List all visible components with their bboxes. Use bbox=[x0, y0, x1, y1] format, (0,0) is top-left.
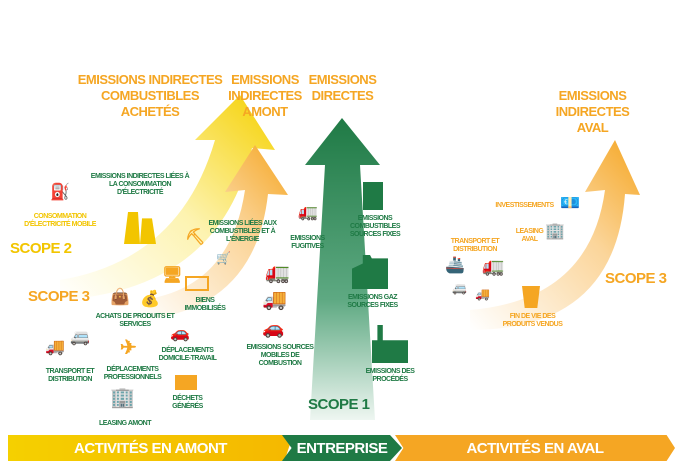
header-direct: EMISSIONS DIRECTES bbox=[308, 72, 377, 103]
car-green-icon: 🚗 bbox=[262, 318, 284, 338]
label-leasing-upstream: LEASING AMONT bbox=[99, 420, 151, 427]
truck-downstream-icon: 🚚 bbox=[475, 287, 490, 301]
label-fugitive: EMISSIONS FUGITIVES bbox=[290, 235, 325, 250]
computer-icon: 🖥 bbox=[162, 267, 182, 284]
scope2-arrow bbox=[60, 95, 275, 300]
label-investments: INVESTISSEMENTS bbox=[495, 202, 554, 209]
truck-icon: 🚚 bbox=[45, 339, 65, 356]
scope1-arrow bbox=[305, 118, 380, 420]
boiler-icon bbox=[363, 182, 383, 210]
ev-charger-icon: ⛽ bbox=[50, 184, 70, 201]
van-icon: 🚐 bbox=[70, 329, 90, 346]
ship-icon: 🚢 bbox=[445, 257, 465, 274]
scope3-left-label: SCOPE 3 bbox=[28, 288, 90, 305]
header-indirect-fuel: EMISSIONS INDIRECTES COMBUSTIBLES ACHETÉ… bbox=[77, 72, 223, 119]
van-downstream-icon: 🚐 bbox=[452, 281, 467, 295]
building-icon: 🏢 bbox=[110, 387, 135, 409]
label-end-of-life: FIN DE VIE DES PRODUITS VENDUS bbox=[502, 313, 563, 328]
label-purchases: ACHATS DE PRODUITS ET SERVICES bbox=[95, 313, 175, 328]
scope3-right-label: SCOPE 3 bbox=[605, 270, 667, 287]
bar-downstream: ACTIVITÉS EN AVAL bbox=[395, 435, 675, 461]
label-fuel-energy: EMISSIONS LIÉES AUX COMBUSTIBLES ET À L'… bbox=[208, 220, 277, 243]
garbage-truck-icon: 🚛 bbox=[265, 262, 290, 284]
label-mobile-combustion: EMISSIONS SOURCES MOBILES DE COMBUSTION bbox=[246, 344, 314, 367]
waste-bin-icon bbox=[175, 375, 197, 390]
header-indirect-downstream: EMISSIONS INDIRECTES AVAL bbox=[555, 88, 630, 135]
bar-company-label: ENTREPRISE bbox=[296, 439, 388, 457]
car-icon: 🚗 bbox=[170, 325, 190, 342]
semi-truck-icon: 🚛 bbox=[482, 256, 504, 276]
bar-upstream-label: ACTIVITÉS EN AMONT bbox=[74, 439, 227, 457]
bar-company: ENTREPRISE bbox=[282, 435, 402, 461]
label-business-travel: DÉPLACEMENTS PROFESSIONNELS bbox=[103, 366, 162, 381]
label-fixed-fuel: EMISSIONS COMBUSTIBLES SOURCES FIXES bbox=[349, 215, 401, 238]
money-icon: 💶 bbox=[560, 195, 580, 212]
oil-pump-icon: ⛏ bbox=[185, 229, 205, 246]
bag-icon: 👜 bbox=[110, 289, 130, 306]
sack-icon: 💰 bbox=[140, 291, 160, 308]
scope1-label: SCOPE 1 bbox=[308, 396, 370, 413]
radiator-icon bbox=[185, 276, 209, 291]
label-electricity: EMISSIONS INDIRECTES LIÉES À LA CONSOMMA… bbox=[90, 173, 190, 196]
header-indirect-upstream: EMISSIONS INDIRECTES AMONT bbox=[228, 72, 302, 119]
label-transport-upstream: TRANSPORT ET DISTRIBUTION bbox=[45, 368, 95, 383]
trash-can-icon bbox=[522, 286, 540, 308]
bar-upstream: ACTIVITÉS EN AMONT bbox=[8, 435, 293, 461]
building-downstream-icon: 🏢 bbox=[545, 223, 565, 240]
label-commuting: DÉPLACEMENTS DOMICILE-TRAVAIL bbox=[158, 347, 217, 362]
label-mobile-electricity: CONSOMMATION D'ÉLECTRICITÉ MOBILE bbox=[24, 213, 96, 228]
scope3-upstream-arrow bbox=[140, 145, 288, 320]
mine-cart-icon: 🛒 bbox=[216, 251, 231, 265]
label-transport-downstream: TRANSPORT ET DISTRIBUTION bbox=[450, 238, 500, 253]
plane-icon: ✈ bbox=[120, 337, 137, 359]
label-waste: DÉCHETS GÉNÉRÉS bbox=[172, 395, 203, 410]
scope2-label: SCOPE 2 bbox=[10, 240, 72, 257]
lorry-icon: 🚚 bbox=[262, 289, 287, 311]
bar-downstream-label: ACTIVITÉS EN AVAL bbox=[466, 439, 604, 457]
label-capital-goods: BIENS IMMOBILISÉS bbox=[184, 297, 226, 312]
fugitive-truck-icon: 🚛 bbox=[298, 204, 318, 221]
scope3-downstream-arrow bbox=[470, 140, 640, 330]
label-leasing-downstream: LEASING AVAL bbox=[515, 228, 544, 243]
label-process: EMISSIONS DES PROCÉDÉS bbox=[365, 368, 415, 383]
label-fixed-gas: EMISSIONS GAZ SOURCES FIXES bbox=[347, 294, 398, 309]
